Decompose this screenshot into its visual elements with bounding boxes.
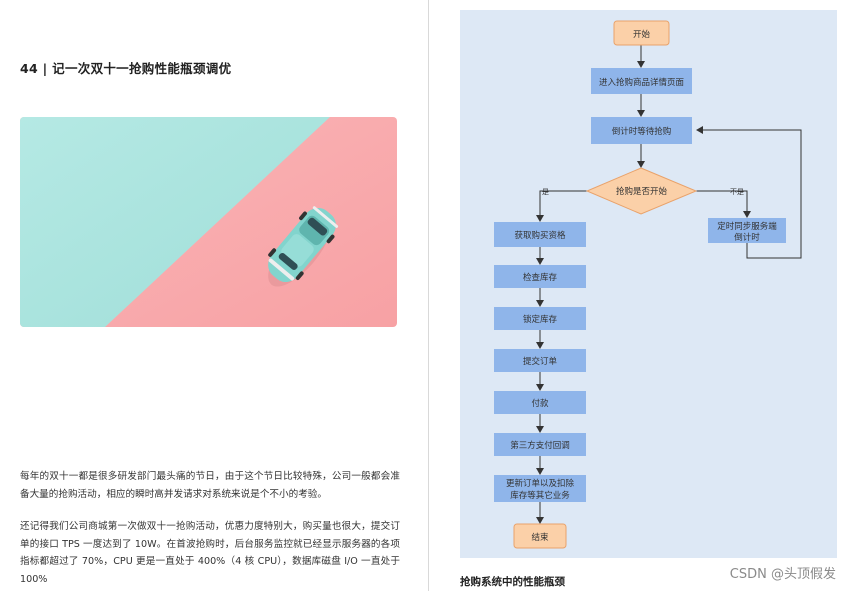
incident-paragraph: 还记得我们公司商城第一次做双十一抢购活动，优惠力度特别大，购买量也很大，提交订单… [20, 521, 400, 585]
edge-sync-loop [696, 126, 802, 259]
flowchart-caption: 抢购系统中的性能瓶颈 [460, 576, 565, 588]
edge-decision-yes [536, 190, 587, 222]
page-divider [428, 0, 429, 591]
node-label: 进入抢购商品详情页面 [599, 77, 685, 88]
node-label: 检查库存 [523, 272, 558, 283]
node-callback: 第三方支付回调 [494, 433, 586, 456]
node-label: 提交订单 [523, 356, 558, 367]
intro-paragraph: 每年的双十一都是很多研发部门最头痛的节日，由于这个节日比较特殊，公司一般都会准备… [20, 471, 400, 500]
node-check-stock: 检查库存 [494, 265, 586, 288]
edge-label-yes: 是 [542, 188, 549, 196]
node-label: 定时同步服务端 [717, 221, 777, 232]
node-decision: 抢购是否开始 [585, 167, 698, 215]
flowchart-panel: 是 不是 开始 进入抢购商品详情页面 倒计时等待抢购 抢购是否开始 定时同步服务… [460, 10, 837, 558]
toy-car-illustration [268, 206, 339, 287]
node-label: 库存等其它业务 [510, 490, 570, 501]
node-countdown: 倒计时等待抢购 [591, 117, 692, 144]
node-sync: 定时同步服务端 倒计时 [708, 218, 786, 243]
node-label: 倒计时等待抢购 [612, 126, 672, 137]
node-enter-page: 进入抢购商品详情页面 [591, 68, 692, 94]
node-label: 付款 [531, 398, 549, 409]
node-pay: 付款 [494, 391, 586, 414]
node-label: 锁定库存 [523, 314, 558, 325]
node-label: 结束 [531, 532, 549, 543]
node-submit-order: 提交订单 [494, 349, 586, 372]
edge-label-no: 不是 [730, 188, 744, 196]
chapter-title: 44 | 记一次双十一抢购性能瓶颈调优 [20, 61, 232, 76]
node-get-qualification: 获取购买资格 [494, 222, 586, 247]
hero-image [20, 117, 397, 327]
node-label: 抢购是否开始 [616, 186, 668, 197]
node-label: 获取购买资格 [514, 230, 566, 241]
left-page: 44 | 记一次双十一抢购性能瓶颈调优 [20, 61, 400, 585]
csdn-watermark: CSDN @头顶假发 [729, 567, 836, 582]
node-label: 倒计时 [734, 232, 760, 243]
node-start: 开始 [613, 20, 670, 46]
edge-decision-no [695, 190, 751, 218]
node-lock-stock: 锁定库存 [494, 307, 586, 330]
node-label: 开始 [633, 29, 651, 40]
node-end: 结束 [513, 523, 567, 549]
node-label: 更新订单以及扣除 [506, 478, 575, 489]
node-label: 第三方支付回调 [510, 440, 570, 451]
node-update: 更新订单以及扣除 库存等其它业务 [494, 475, 586, 502]
